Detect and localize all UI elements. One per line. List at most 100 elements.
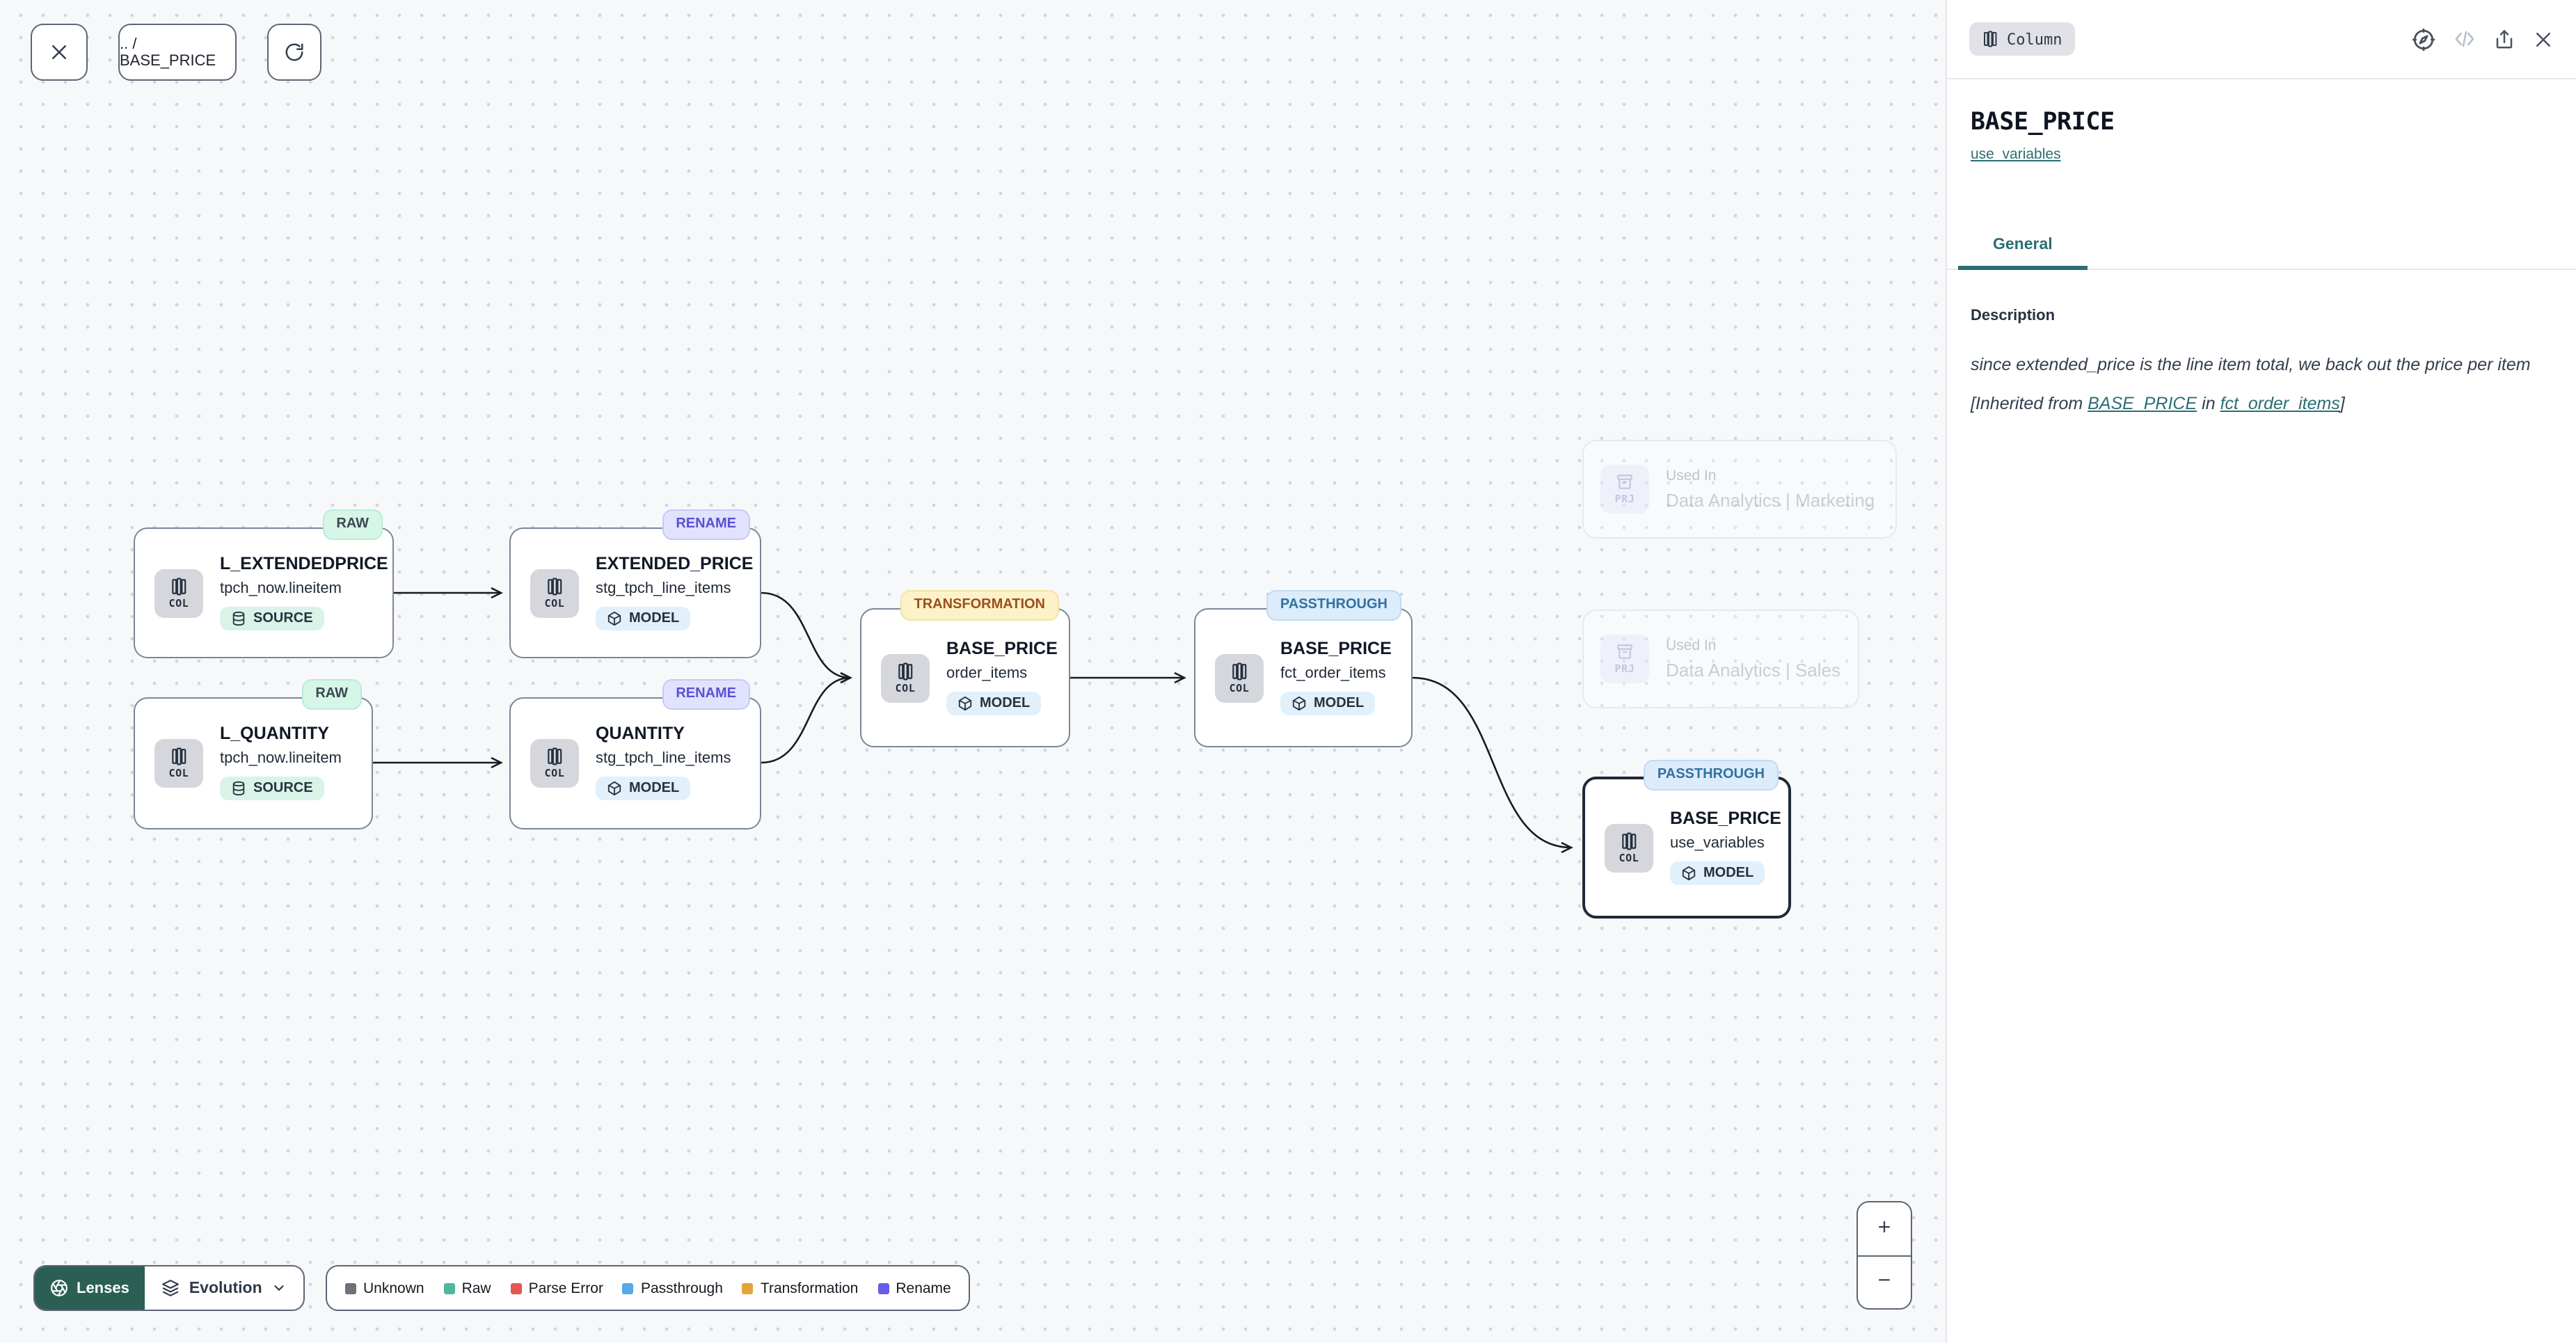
node-kind-badge: MODEL: [946, 691, 1042, 715]
used-in-card[interactable]: PRJ Used In Data Analytics | Marketing: [1582, 440, 1897, 539]
lineage-node-l-quantity[interactable]: RAW COL L_QUANTITY tpch_now.lineitem SOU…: [134, 679, 373, 829]
used-in-project: Data Analytics | Sales: [1666, 659, 1840, 680]
zoom-out-button[interactable]: −: [1877, 1269, 1891, 1294]
model-cube-icon: [1682, 865, 1696, 880]
node-title: BASE_PRICE: [946, 638, 1058, 658]
legend-swatch: [345, 1282, 356, 1294]
panel-tabs: General: [1947, 231, 2576, 270]
used-in-card[interactable]: PRJ Used In Data Analytics | Sales: [1582, 610, 1859, 708]
lenses-control: Lenses Evolution: [33, 1265, 305, 1311]
inherited-column-link[interactable]: BASE_PRICE: [2088, 394, 2197, 413]
compass-icon: [2412, 27, 2435, 51]
node-kind-badge: MODEL: [1670, 861, 1765, 884]
inherited-model-link[interactable]: fct_order_items: [2220, 394, 2340, 413]
code-icon: [2455, 31, 2474, 47]
legend-swatch: [742, 1282, 754, 1294]
project-tile-label: PRJ: [1614, 662, 1635, 675]
node-title: BASE_PRICE: [1670, 808, 1781, 827]
evolution-legend: Unknown Raw Parse Error Passthrough Tran…: [326, 1265, 971, 1311]
columns-icon: [548, 747, 562, 765]
node-kind-label: SOURCE: [253, 781, 313, 796]
lenses-button[interactable]: Lenses: [35, 1266, 145, 1310]
column-tile-label: COL: [544, 596, 565, 609]
view-code-button[interactable]: [2454, 28, 2476, 50]
close-icon: [52, 45, 66, 59]
evolution-badge: PASSTHROUGH: [1643, 760, 1779, 790]
node-kind-badge: MODEL: [596, 606, 691, 630]
node-title: EXTENDED_PRICE: [596, 553, 754, 573]
evolution-badge: TRANSFORMATION: [900, 590, 1059, 621]
refresh-button[interactable]: [267, 24, 321, 81]
column-tile-label: COL: [1619, 851, 1639, 864]
details-panel: Column BASE_PRICE use_variables: [1946, 0, 2576, 1343]
node-subtitle: order_items: [946, 665, 1028, 681]
columns-icon: [1984, 31, 1997, 47]
model-cube-icon: [958, 695, 972, 710]
node-kind-badge: SOURCE: [220, 606, 324, 630]
panel-title: BASE_PRICE: [1971, 109, 2115, 136]
legend-swatch: [510, 1282, 522, 1294]
zoom-in-button[interactable]: +: [1858, 1202, 1911, 1256]
evolution-badge: RAW: [301, 679, 362, 710]
lineage-node-l-extendedprice[interactable]: RAW COL L_EXTENDEDPRICE tpch_now.lineite…: [134, 509, 394, 658]
node-subtitle: tpch_now.lineitem: [220, 750, 342, 767]
breadcrumb[interactable]: .. / BASE_PRICE: [118, 24, 237, 81]
close-lineage-button[interactable]: [31, 24, 88, 81]
legend-item: Raw: [443, 1280, 491, 1296]
node-subtitle: stg_tpch_line_items: [596, 580, 731, 596]
column-tile-label: COL: [1229, 681, 1250, 694]
tab-general[interactable]: General: [1958, 237, 2088, 270]
node-kind-label: MODEL: [980, 695, 1031, 710]
share-button[interactable]: [2494, 29, 2515, 49]
columns-icon: [1622, 832, 1637, 850]
node-subtitle: tpch_now.lineitem: [220, 580, 342, 596]
column-tile: COL: [154, 569, 203, 617]
close-panel-button[interactable]: [2533, 29, 2554, 49]
legend-item: Rename: [877, 1280, 951, 1296]
legend-label: Rename: [896, 1280, 951, 1296]
column-tile-label: COL: [544, 767, 565, 779]
evolution-badge: RENAME: [662, 509, 750, 540]
zoom-controls: + −: [1857, 1201, 1912, 1310]
column-tile: COL: [1215, 653, 1264, 702]
node-kind-label: MODEL: [629, 781, 680, 796]
model-link[interactable]: use_variables: [1971, 146, 2061, 163]
project-tile-label: PRJ: [1614, 493, 1635, 505]
used-in-project: Data Analytics | Marketing: [1666, 489, 1875, 510]
inherited-suffix: ]: [2339, 394, 2345, 413]
node-kind-label: SOURCE: [253, 610, 313, 626]
legend-label: Unknown: [363, 1280, 424, 1296]
lineage-node-extended-price[interactable]: RENAME COL EXTENDED_PRICE stg_tpch_line_…: [509, 509, 761, 658]
legend-item: Parse Error: [510, 1280, 603, 1296]
node-title: L_EXTENDEDPRICE: [220, 553, 388, 573]
legend-item: Transformation: [742, 1280, 858, 1296]
lineage-node-base-price-fct-order-items[interactable]: PASSTHROUGH COL BASE_PRICE fct_order_ite…: [1194, 590, 1413, 747]
legend-label: Parse Error: [528, 1280, 603, 1296]
model-cube-icon: [607, 610, 621, 626]
navigate-button[interactable]: [2412, 27, 2435, 51]
node-subtitle: stg_tpch_line_items: [596, 750, 731, 767]
inherited-mid: in: [2197, 394, 2220, 413]
legend-item: Unknown: [345, 1280, 424, 1296]
node-kind-label: MODEL: [1314, 695, 1365, 710]
lineage-node-base-price-use-variables[interactable]: PASSTHROUGH COL BASE_PRICE use_variables…: [1582, 760, 1791, 919]
legend-label: Raw: [461, 1280, 491, 1296]
evolution-badge: PASSTHROUGH: [1266, 590, 1401, 621]
node-title: BASE_PRICE: [1280, 638, 1392, 658]
used-in-label: Used In: [1666, 467, 1717, 484]
chevron-down-icon: [275, 1285, 285, 1291]
columns-icon: [172, 577, 186, 595]
node-title: QUANTITY: [596, 724, 685, 743]
node-subtitle: fct_order_items: [1280, 665, 1386, 681]
lineage-node-quantity[interactable]: RENAME COL QUANTITY stg_tpch_line_items …: [509, 679, 761, 829]
node-title: L_QUANTITY: [220, 724, 329, 743]
column-tile-label: COL: [168, 767, 189, 779]
lineage-node-base-price-order-items[interactable]: TRANSFORMATION COL BASE_PRICE order_item…: [860, 590, 1070, 747]
legend-label: Transformation: [760, 1280, 859, 1296]
legend-swatch: [622, 1282, 634, 1294]
columns-icon: [548, 577, 562, 595]
node-subtitle: use_variables: [1670, 834, 1765, 851]
lens-view-dropdown[interactable]: Evolution: [145, 1266, 304, 1310]
column-tile: COL: [530, 739, 579, 788]
